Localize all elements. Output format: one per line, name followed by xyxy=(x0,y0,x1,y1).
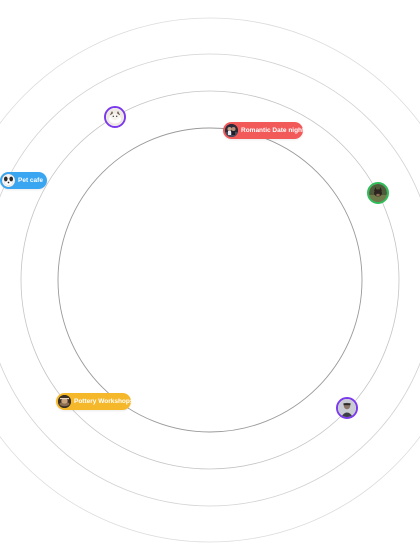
dog-photo-icon xyxy=(2,174,15,187)
couple-photo-icon xyxy=(225,124,238,137)
orbit-ring-inner xyxy=(57,127,363,433)
avatar-person[interactable] xyxy=(336,397,358,419)
dog-photo-icon xyxy=(369,184,387,202)
tag-pet-cafe[interactable]: Pet cafe xyxy=(0,172,47,189)
orbit-ring-second xyxy=(20,90,400,470)
tag-pottery-workshops[interactable]: Pottery Workshops xyxy=(56,393,134,410)
orbit-ring-outer xyxy=(0,17,420,543)
tag-pet-label: Pet cafe xyxy=(18,177,43,184)
avatar-cat[interactable] xyxy=(104,106,126,128)
tag-romantic-date-night[interactable]: Romantic Date night xyxy=(223,122,305,139)
tag-pottery-label: Pottery Workshops xyxy=(74,398,134,405)
tag-romantic-label: Romantic Date night xyxy=(241,127,305,134)
cat-photo-icon xyxy=(106,108,124,126)
avatar-dog[interactable] xyxy=(367,182,389,204)
orbit-ring-third xyxy=(0,53,420,507)
person-photo-icon xyxy=(338,399,356,417)
pottery-photo-icon xyxy=(58,395,71,408)
